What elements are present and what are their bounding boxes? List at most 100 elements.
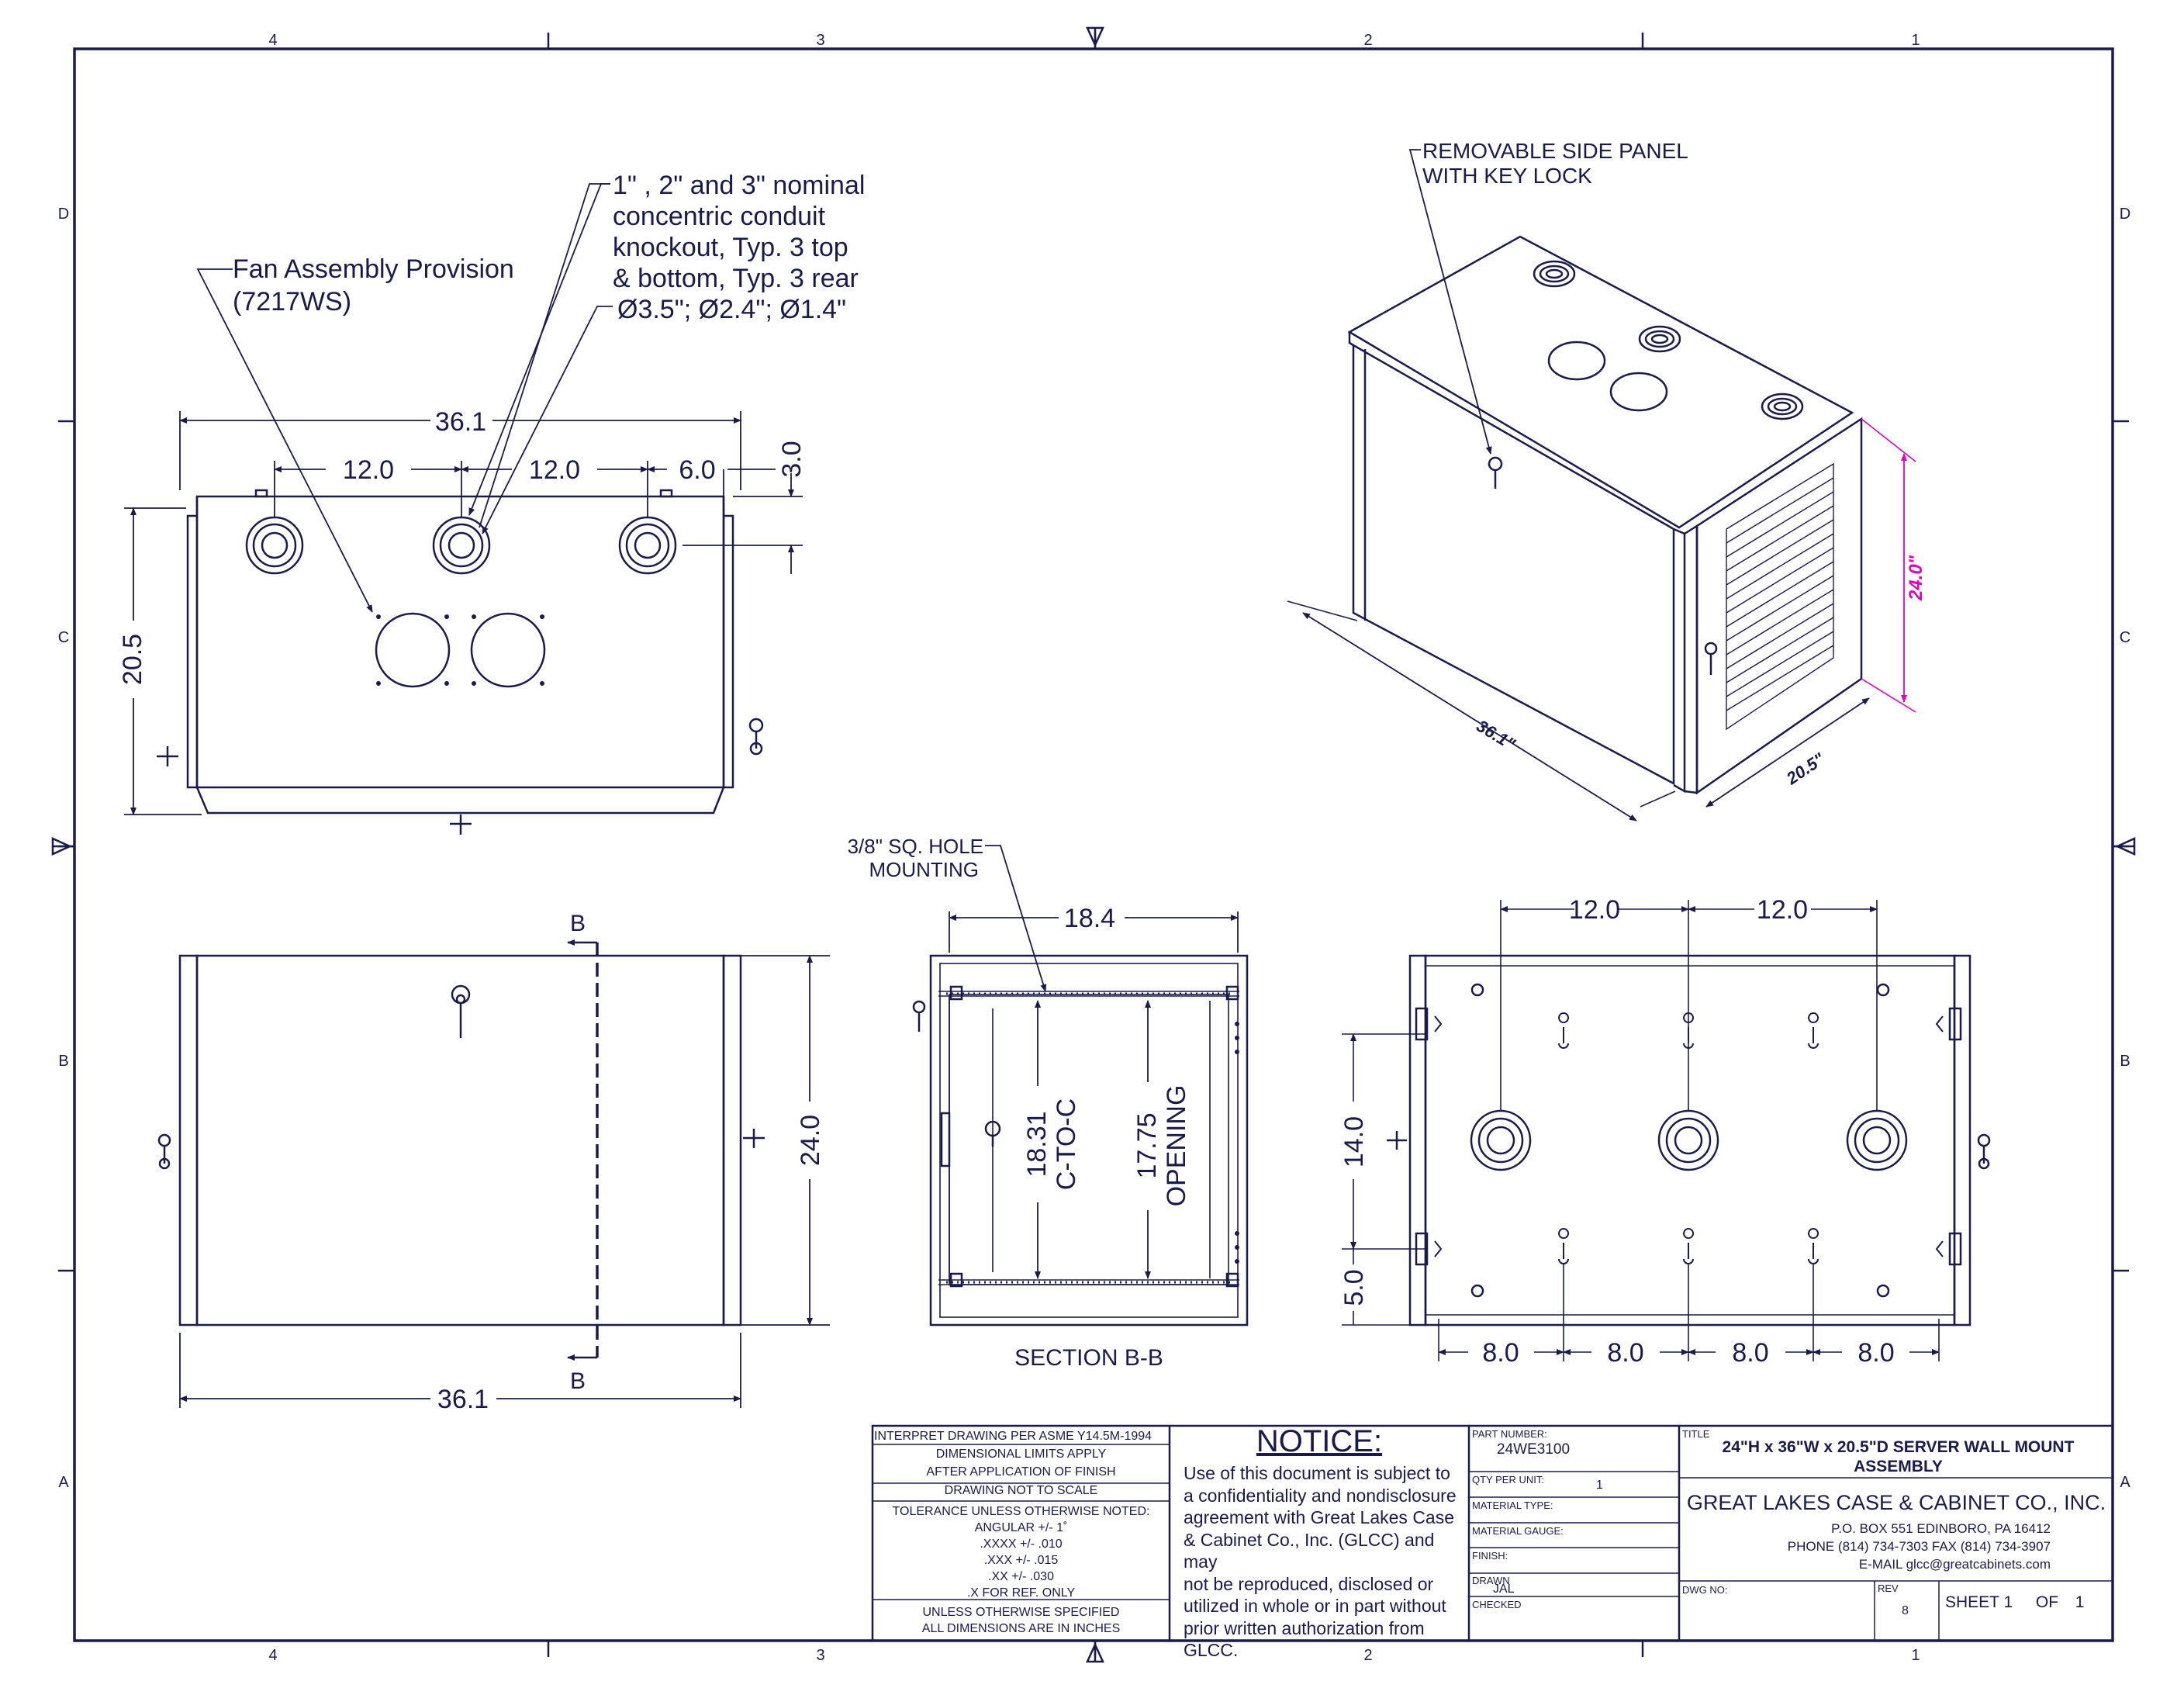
notice-line-6: utilized in whole or in part without — [1184, 1596, 1446, 1616]
address-line-2: PHONE (814) 734-7303 FAX (814) 734-3907 — [1787, 1539, 2051, 1554]
dim-iso-depth: 20.5" — [1782, 749, 1828, 788]
spec-block: INTERPRET DRAWING PER ASME Y14.5M-1994 D… — [874, 1428, 1168, 1501]
material-type-label: MATERIAL TYPE: — [1472, 1499, 1553, 1511]
callout-hole-mounting-1: 3/8" SQ. HOLE — [848, 835, 983, 858]
front-view-labels: B B 36.1 24.0 — [437, 911, 825, 1414]
section-key-icon — [912, 1000, 926, 1032]
callout-side-panel-2: WITH KEY LOCK — [1422, 164, 1592, 188]
zone-row-b-left: B — [58, 1053, 68, 1070]
zone-row-c-left: C — [58, 629, 69, 646]
isometric-view — [1287, 149, 1916, 822]
top-view-labels: 36.1 12.0 12.0 6.0 3.0 20.5 Fan Assembly… — [118, 171, 865, 685]
top-knockouts — [245, 516, 677, 575]
callout-fan-2: (7217WS) — [233, 287, 351, 316]
dim-rear-left-1: 14.0 — [1339, 1116, 1369, 1167]
notice-body: Use of this document is subject to a con… — [1171, 1462, 1467, 1662]
zone-col-3-top: 3 — [816, 32, 824, 49]
finish-label: FINISH: — [1472, 1550, 1508, 1562]
company-name: GREAT LAKES CASE & CABINET CO., INC. — [1686, 1491, 2106, 1514]
tolerance-heading: TOLERANCE UNLESS OTHERWISE NOTED: — [892, 1505, 1150, 1518]
zone-col-2-bottom: 2 — [1363, 1647, 1372, 1664]
dim-rear-bottom-2: 8.0 — [1607, 1338, 1643, 1368]
zone-col-4-top: 4 — [268, 32, 277, 49]
rear-key-icon — [1977, 1133, 1991, 1170]
spec-asme: INTERPRET DRAWING PER ASME Y14.5M-1994 — [874, 1430, 1152, 1443]
part-number-value: 24WE3100 — [1497, 1441, 1571, 1458]
callout-fan-1: Fan Assembly Provision — [233, 254, 514, 284]
section-view — [912, 845, 1249, 1327]
dim-rear-top-2: 12.0 — [1757, 895, 1808, 925]
sheet-field: SHEET 1 OF 1 — [1945, 1593, 2084, 1612]
units-block: UNLESS OTHERWISE SPECIFIED ALL DIMENSION… — [874, 1604, 1168, 1637]
zone-col-1-bottom: 1 — [1911, 1647, 1920, 1664]
tolerance-angular: ANGULAR +/- 1˚ — [974, 1521, 1068, 1534]
rear-knockouts — [1470, 1109, 1908, 1171]
dim-front-width: 36.1 — [437, 1385, 489, 1414]
dim-top-spacing-3: 6.0 — [679, 455, 715, 485]
dim-section-ctoc-1: 18.31 — [1022, 1111, 1052, 1177]
notice-line-7: prior written authorization from GLCC. — [1184, 1617, 1425, 1661]
address-line-1: P.O. BOX 551 EDINBORO, PA 16412 — [1831, 1521, 2051, 1536]
rear-view-labels: 12.0 12.0 14.0 5.0 8.0 8.0 8.0 8.0 — [1339, 895, 1895, 1368]
zone-labels: 4 3 2 1 4 3 2 1 D C B A D C B A — [58, 32, 2131, 1664]
drawn-label: DRAWN — [1472, 1575, 1510, 1586]
callout-side-panel-1: REMOVABLE SIDE PANEL — [1422, 139, 1688, 163]
tolerance-x: .X FOR REF. ONLY — [966, 1586, 1076, 1600]
dim-top-depth: 20.5 — [118, 634, 147, 685]
dim-section-ctoc-2: C-TO-C — [1052, 1098, 1081, 1190]
callout-conduit-1: 1" , 2" and 3" nominal — [613, 171, 865, 200]
notice-line-3: agreement with Great Lakes Case — [1184, 1507, 1455, 1527]
dim-iso-width: 36.1" — [1473, 716, 1519, 754]
zone-row-d-left: D — [58, 206, 69, 223]
drawing-title-line-2: ASSEMBLY — [1854, 1458, 1943, 1475]
sheet-border — [73, 47, 2114, 1642]
key-icon — [748, 718, 764, 756]
dim-rear-left-2: 5.0 — [1339, 1269, 1369, 1306]
dim-top-overall: 36.1 — [435, 407, 486, 437]
isometric-labels: REMOVABLE SIDE PANEL WITH KEY LOCK 36.1"… — [1422, 139, 1927, 789]
iso-door-lock-icon — [1704, 642, 1718, 675]
notice-block: NOTICE: Use of this document is subject … — [1171, 1424, 1467, 1662]
rev-label: REV — [1878, 1582, 1899, 1594]
part-number-label: PART NUMBER: — [1472, 1428, 1547, 1440]
zone-col-4-bottom: 4 — [268, 1647, 277, 1664]
zone-ticks — [51, 26, 2136, 1663]
front-lock-icon — [451, 984, 471, 1038]
rear-view — [1342, 900, 1991, 1361]
dwg-no-label: DWG NO: — [1682, 1584, 1728, 1596]
iso-vent — [1726, 462, 1834, 731]
drawn-value: JAL — [1493, 1582, 1515, 1596]
units-line-2: ALL DIMENSIONS ARE IN INCHES — [921, 1622, 1121, 1635]
sheet-value: 1 — [2003, 1593, 2013, 1611]
address-line-3: E-MAIL glcc@greatcabinets.com — [1858, 1557, 2051, 1572]
of-label: OF — [2035, 1593, 2059, 1611]
spec-dim-limits: DIMENSIONAL LIMITS APPLY — [935, 1448, 1107, 1461]
zone-row-a-right: A — [2120, 1474, 2130, 1491]
drawing-title-line-1: 24"H x 36"W x 20.5"D SERVER WALL MOUNT — [1722, 1438, 2075, 1456]
notice-line-4: & Cabinet Co., Inc. (GLCC) and may — [1184, 1529, 1435, 1572]
fan-cutouts — [375, 612, 546, 688]
notice-line-2: a confidentiality and nondisclosure — [1184, 1485, 1457, 1506]
dim-top-spacing-1: 12.0 — [343, 455, 394, 485]
sheet-label: SHEET — [1945, 1593, 1999, 1611]
zone-row-c-right: C — [2120, 629, 2130, 646]
tolerance-block: TOLERANCE UNLESS OTHERWISE NOTED: ANGULA… — [874, 1503, 1168, 1601]
section-marker-bottom: B — [570, 1368, 586, 1394]
notice-heading: NOTICE: — [1256, 1424, 1383, 1458]
title-block-grid — [871, 1424, 2114, 1642]
section-labels: 3/8" SQ. HOLE MOUNTING 18.4 18.31 C-TO-C… — [848, 835, 1191, 1371]
company-address: P.O. BOX 551 EDINBORO, PA 16412 PHONE (8… — [1683, 1520, 2051, 1573]
callout-conduit-5: Ø3.5"; Ø2.4"; Ø1.4" — [617, 295, 846, 324]
zone-row-b-right: B — [2120, 1053, 2130, 1070]
front-view — [157, 939, 830, 1408]
drawing-title: 24"H x 36"W x 20.5"D SERVER WALL MOUNT A… — [1687, 1437, 2110, 1476]
dim-front-height: 24.0 — [796, 1115, 825, 1166]
of-value: 1 — [2075, 1593, 2085, 1611]
zone-col-3-bottom: 3 — [816, 1647, 824, 1664]
dim-top-offset: 3.0 — [777, 441, 807, 477]
zone-col-1-top: 1 — [1911, 32, 1920, 49]
callout-conduit-4: & bottom, Typ. 3 rear — [613, 264, 859, 293]
callout-hole-mounting-2: MOUNTING — [869, 858, 979, 881]
notice-line-1: Use of this document is subject to — [1184, 1463, 1450, 1483]
